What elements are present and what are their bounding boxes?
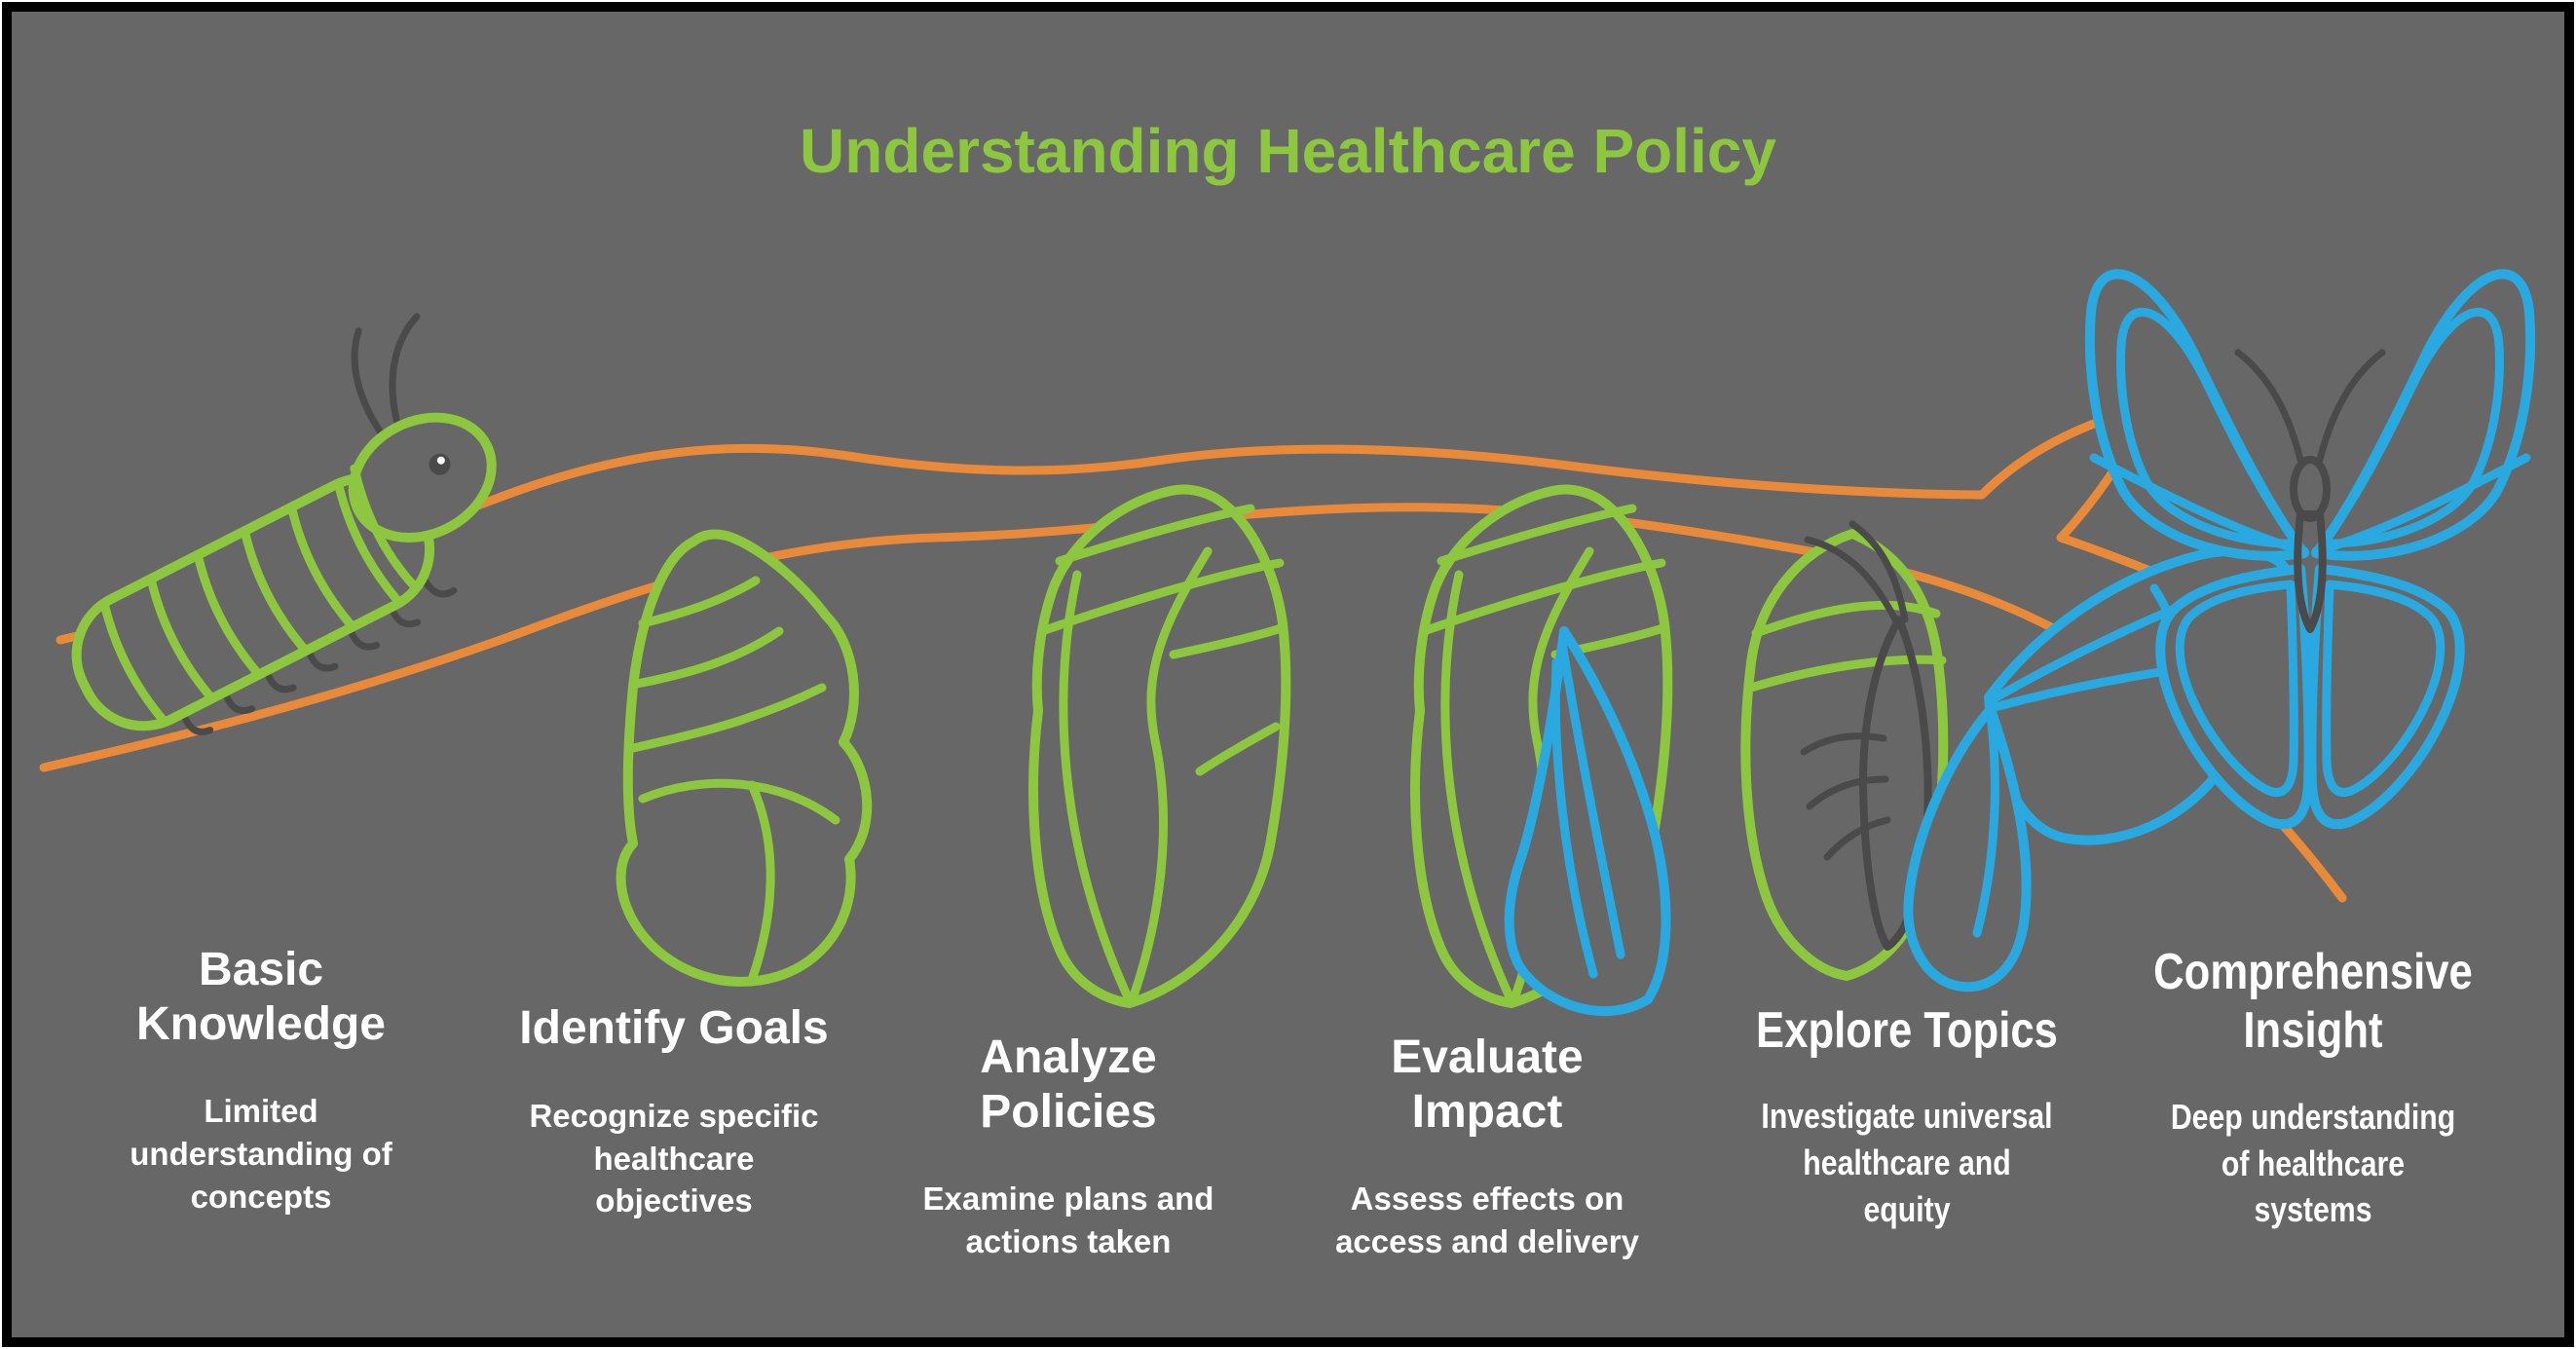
stage-description: Deep understanding of healthcare systems — [2170, 1096, 2456, 1230]
stage-heading: Identify Goals — [519, 1002, 829, 1054]
stage-heading: Evaluate Impact — [1391, 1031, 1584, 1138]
stage-column-evaluate-impact: Evaluate Impact Assess effects on access… — [1263, 1030, 1711, 1263]
stage-column-analyze-policies: Analyze Policies Examine plans and actio… — [854, 1030, 1283, 1263]
stage-description: Assess effects on access and delivery — [1335, 1180, 1639, 1260]
stage-description: Examine plans and actions taken — [922, 1180, 1214, 1260]
stage-column-comprehensive-insight: Comprehensive Insight Deep understanding… — [2079, 943, 2547, 1233]
stage-column-explore-topics: Explore Topics Investigate universal hea… — [1673, 1001, 2141, 1233]
stage-column-identify-goals: Identify Goals Recognize specific health… — [469, 1001, 878, 1222]
stage-heading: Explore Topics — [1756, 1002, 2058, 1059]
stage-heading: Analyze Policies — [980, 1031, 1157, 1138]
stage-heading: Comprehensive Insight — [2153, 944, 2473, 1060]
page-title: Understanding Healthcare Policy — [800, 116, 1776, 186]
stage-column-basic-knowledge: Basic Knowledge Limited understanding of… — [76, 943, 446, 1218]
stage-description: Investigate universal healthcare and equ… — [1761, 1096, 2053, 1230]
stage-description: Limited understanding of concepts — [130, 1093, 392, 1216]
stage-description: Recognize specific healthcare objectives — [529, 1097, 819, 1219]
stage-heading: Basic Knowledge — [135, 944, 386, 1050]
